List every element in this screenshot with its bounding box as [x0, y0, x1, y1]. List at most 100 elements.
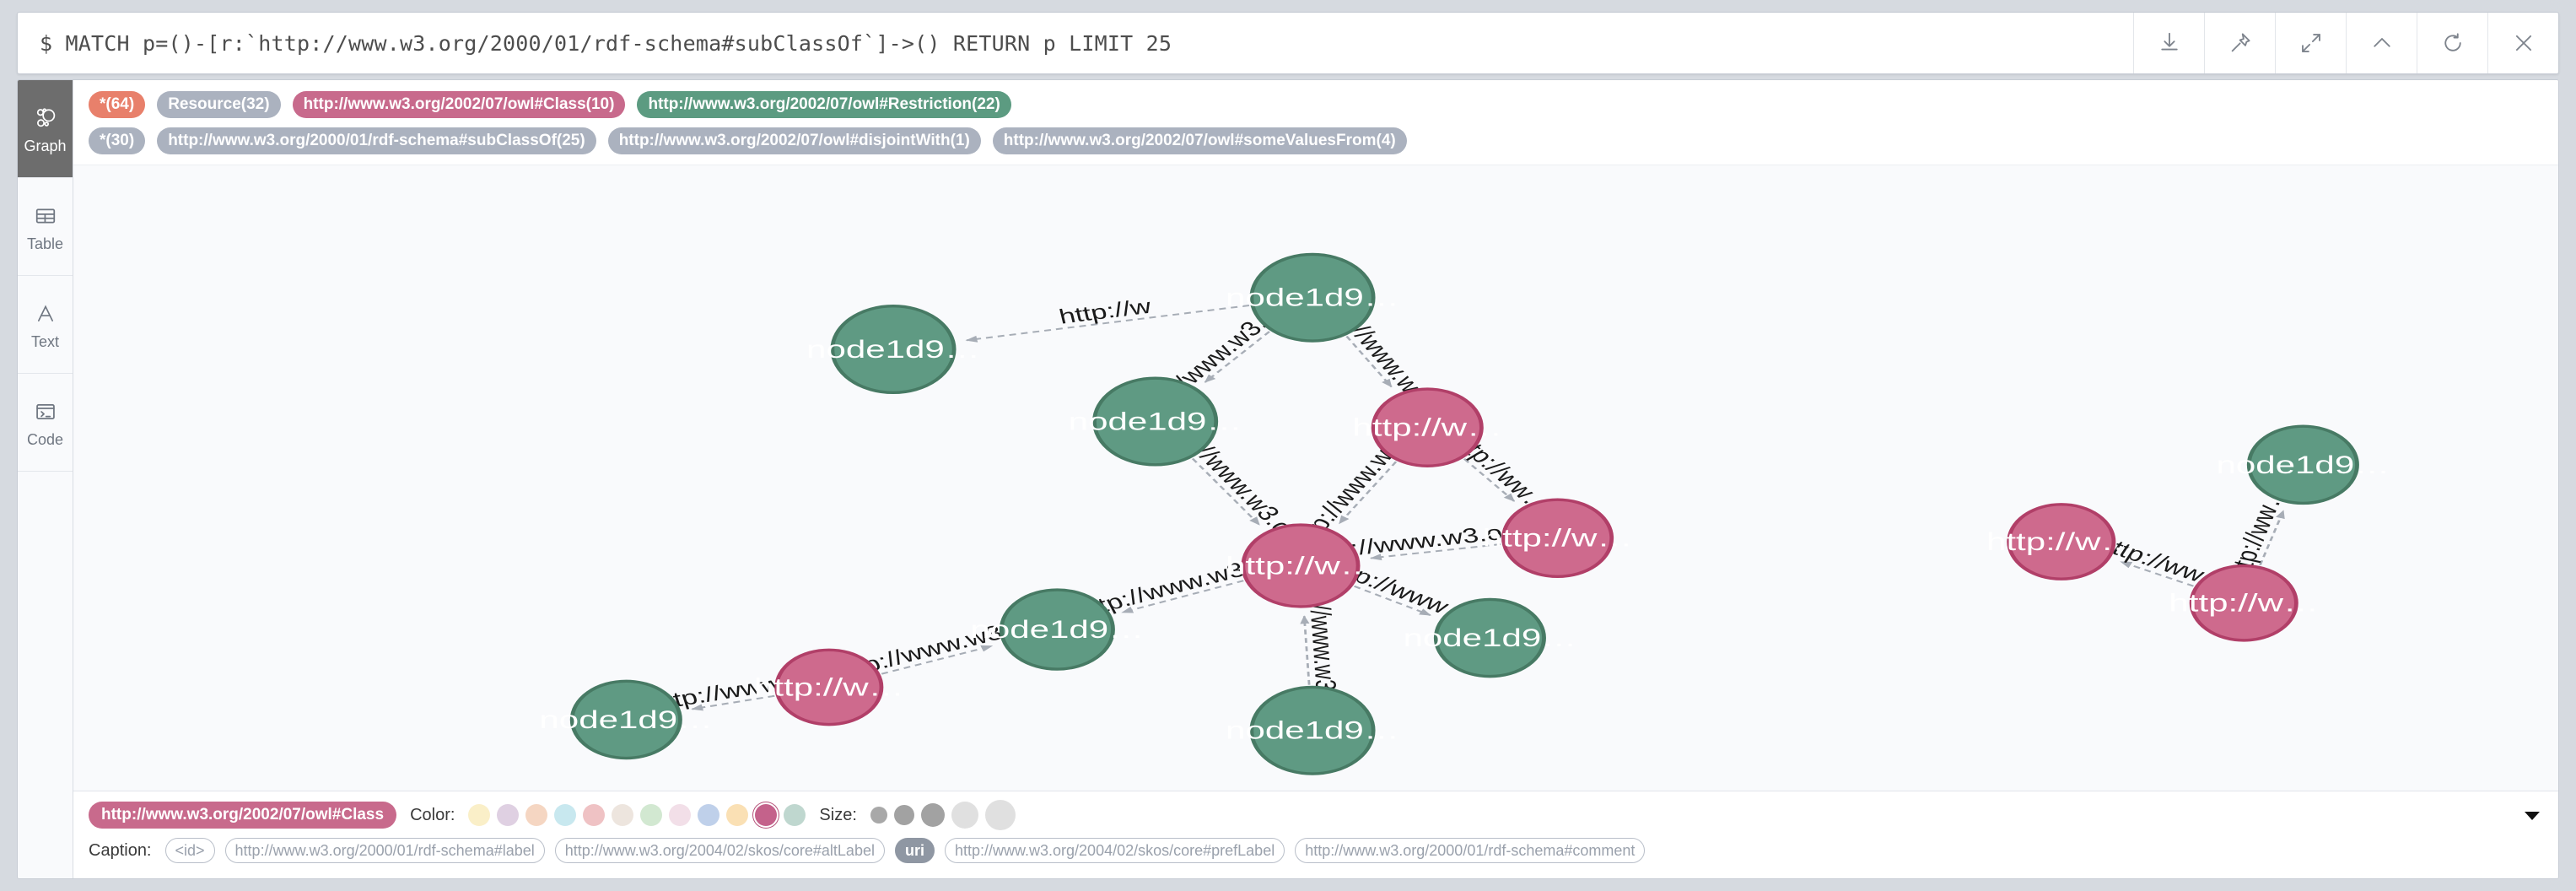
graph-edge[interactable] — [691, 694, 775, 711]
sidebar-item-label: Text — [30, 333, 59, 350]
graph-node-circle[interactable] — [1371, 387, 1484, 467]
graph-node[interactable]: node1d9… — [2216, 424, 2390, 505]
expand-icon[interactable] — [2275, 13, 2346, 73]
graph-edge[interactable] — [881, 645, 994, 675]
pin-icon[interactable] — [2204, 13, 2275, 73]
graph-main: *(64) Resource(32) http://www.w3.org/200… — [73, 80, 2558, 878]
graph-edge[interactable] — [1369, 543, 1501, 561]
query-input[interactable]: $ MATCH p=()-[r:`http://www.w3.org/2000/… — [40, 30, 1172, 56]
graph-edge[interactable] — [1463, 458, 1516, 502]
caption-option[interactable]: http://www.w3.org/2004/02/skos/core#pref… — [944, 838, 1285, 863]
graph-edge[interactable] — [1338, 461, 1398, 525]
sidebar-item-table[interactable]: Table — [18, 178, 73, 276]
graph-edge[interactable] — [2259, 510, 2285, 566]
graph-node-circle[interactable] — [1249, 685, 1376, 775]
legend-chip-disjointwith[interactable]: http://www.w3.org/2002/07/owl#disjointWi… — [607, 127, 981, 154]
graph-node-circle[interactable] — [2246, 424, 2359, 505]
legend-chip-owl-restriction[interactable]: http://www.w3.org/2002/07/owl#Restrictio… — [637, 91, 1011, 118]
caption-option[interactable]: <id> — [164, 838, 215, 863]
graph-node-circle[interactable] — [1092, 376, 1219, 467]
graph-node[interactable]: node1d9… — [970, 588, 1144, 671]
sidebar-filler — [18, 472, 73, 878]
graph-node[interactable]: node1d9… — [1226, 252, 1399, 343]
graph-edge[interactable] — [1121, 580, 1244, 613]
legend-chip-subclassof[interactable]: http://www.w3.org/2000/01/rdf-schema#sub… — [157, 127, 596, 154]
size-label: Size: — [819, 805, 857, 824]
graph-node[interactable]: http://w… — [1483, 498, 1633, 579]
size-option[interactable] — [870, 807, 887, 824]
sidebar-item-text[interactable]: Text — [18, 276, 73, 374]
graph-edge[interactable] — [1353, 585, 1431, 616]
graph-node-circle[interactable] — [1433, 597, 1546, 678]
graph-node[interactable]: http://w… — [754, 648, 904, 726]
graph-node[interactable]: http://w… — [1352, 387, 1502, 467]
color-swatch[interactable] — [583, 804, 606, 826]
caption-option[interactable]: http://www.w3.org/2000/01/rdf-schema#com… — [1295, 838, 1646, 863]
color-swatch[interactable] — [525, 804, 548, 826]
caption-option[interactable]: uri — [894, 838, 935, 863]
color-swatch[interactable] — [497, 804, 520, 826]
color-swatch[interactable] — [669, 804, 692, 826]
chevron-down-icon[interactable] — [2519, 806, 2545, 826]
legend-chip-somevaluesfrom[interactable]: http://www.w3.org/2002/07/owl#someValues… — [992, 127, 1407, 154]
view-sidebar: Graph Table Text — [18, 80, 73, 878]
graph-node-circle[interactable] — [830, 305, 957, 395]
graph-edge[interactable] — [1345, 336, 1393, 388]
legend-chip-all-rels[interactable]: *(30) — [89, 127, 146, 154]
download-icon[interactable] — [2133, 13, 2204, 73]
caption-option[interactable]: http://www.w3.org/2000/01/rdf-schema#lab… — [224, 838, 545, 863]
graph-node-circle[interactable] — [2007, 503, 2116, 580]
node-layer: node1d9…node1d9…node1d9…http://w…http://… — [539, 252, 2390, 775]
color-swatch[interactable] — [726, 804, 749, 826]
size-option[interactable] — [951, 802, 978, 829]
chevron-up-icon[interactable] — [2346, 13, 2417, 73]
color-swatch[interactable] — [640, 804, 663, 826]
graph-edge[interactable] — [1204, 331, 1270, 383]
graph-node[interactable]: http://w… — [1226, 523, 1376, 608]
legend-chip-owl-class[interactable]: http://www.w3.org/2002/07/owl#Class(10) — [292, 91, 626, 118]
caption-option[interactable]: http://www.w3.org/2004/02/skos/core#altL… — [554, 838, 885, 863]
graph-node-circle[interactable] — [999, 588, 1115, 671]
selected-label-chip[interactable]: http://www.w3.org/2002/07/owl#Class — [89, 802, 397, 829]
color-swatch[interactable] — [755, 804, 778, 826]
size-option[interactable] — [920, 803, 945, 827]
graph-node-circle[interactable] — [1241, 523, 1361, 608]
sidebar-item-code[interactable]: Code — [18, 374, 73, 472]
legend-chip-resource[interactable]: Resource(32) — [157, 91, 281, 118]
close-icon[interactable] — [2487, 13, 2558, 73]
size-option[interactable] — [984, 800, 1016, 830]
graph-node-label: http://w… — [1986, 527, 2137, 556]
graph-edge[interactable] — [965, 305, 1250, 343]
graph-node[interactable]: node1d9… — [1226, 685, 1399, 775]
graph-node-circle[interactable] — [1501, 498, 1614, 579]
graph-node-circle[interactable] — [1249, 252, 1376, 343]
sidebar-item-graph[interactable]: Graph — [18, 80, 73, 178]
sidebar-item-label: Table — [26, 235, 64, 252]
graph-edge[interactable] — [1191, 457, 1261, 526]
size-option[interactable] — [893, 805, 914, 825]
caption-label: Caption: — [89, 840, 152, 860]
color-swatch[interactable] — [554, 804, 577, 826]
graph-node[interactable]: node1d9… — [806, 305, 980, 395]
graph-visualization[interactable]: http://wp://www.w3.o…http://www.w3…http:… — [73, 165, 2558, 791]
graph-node-circle[interactable] — [569, 679, 682, 760]
graph-node-circle[interactable] — [2189, 564, 2298, 642]
legend-chip-all-nodes[interactable]: *(64) — [89, 91, 146, 118]
color-swatch[interactable] — [784, 804, 806, 826]
graph-edge[interactable] — [2120, 560, 2195, 587]
graph-edge[interactable] — [1300, 615, 1311, 685]
color-swatch[interactable] — [612, 804, 634, 826]
legend-panel: *(64) Resource(32) http://www.w3.org/200… — [73, 80, 2558, 165]
inspector-style-row: http://www.w3.org/2002/07/owl#Class Colo… — [89, 800, 2543, 830]
color-swatch[interactable] — [698, 804, 720, 826]
color-swatch[interactable] — [468, 804, 491, 826]
refresh-icon[interactable] — [2417, 13, 2487, 73]
graph-node-circle[interactable] — [774, 648, 884, 726]
graph-node[interactable]: http://w… — [1986, 503, 2137, 580]
graph-node[interactable]: node1d9… — [1403, 597, 1576, 678]
graph-node-label: node1d9… — [1069, 407, 1242, 435]
graph-node[interactable]: node1d9… — [1069, 376, 1242, 467]
graph-node[interactable]: http://w… — [2169, 564, 2319, 642]
graph-node[interactable]: node1d9… — [539, 679, 713, 760]
